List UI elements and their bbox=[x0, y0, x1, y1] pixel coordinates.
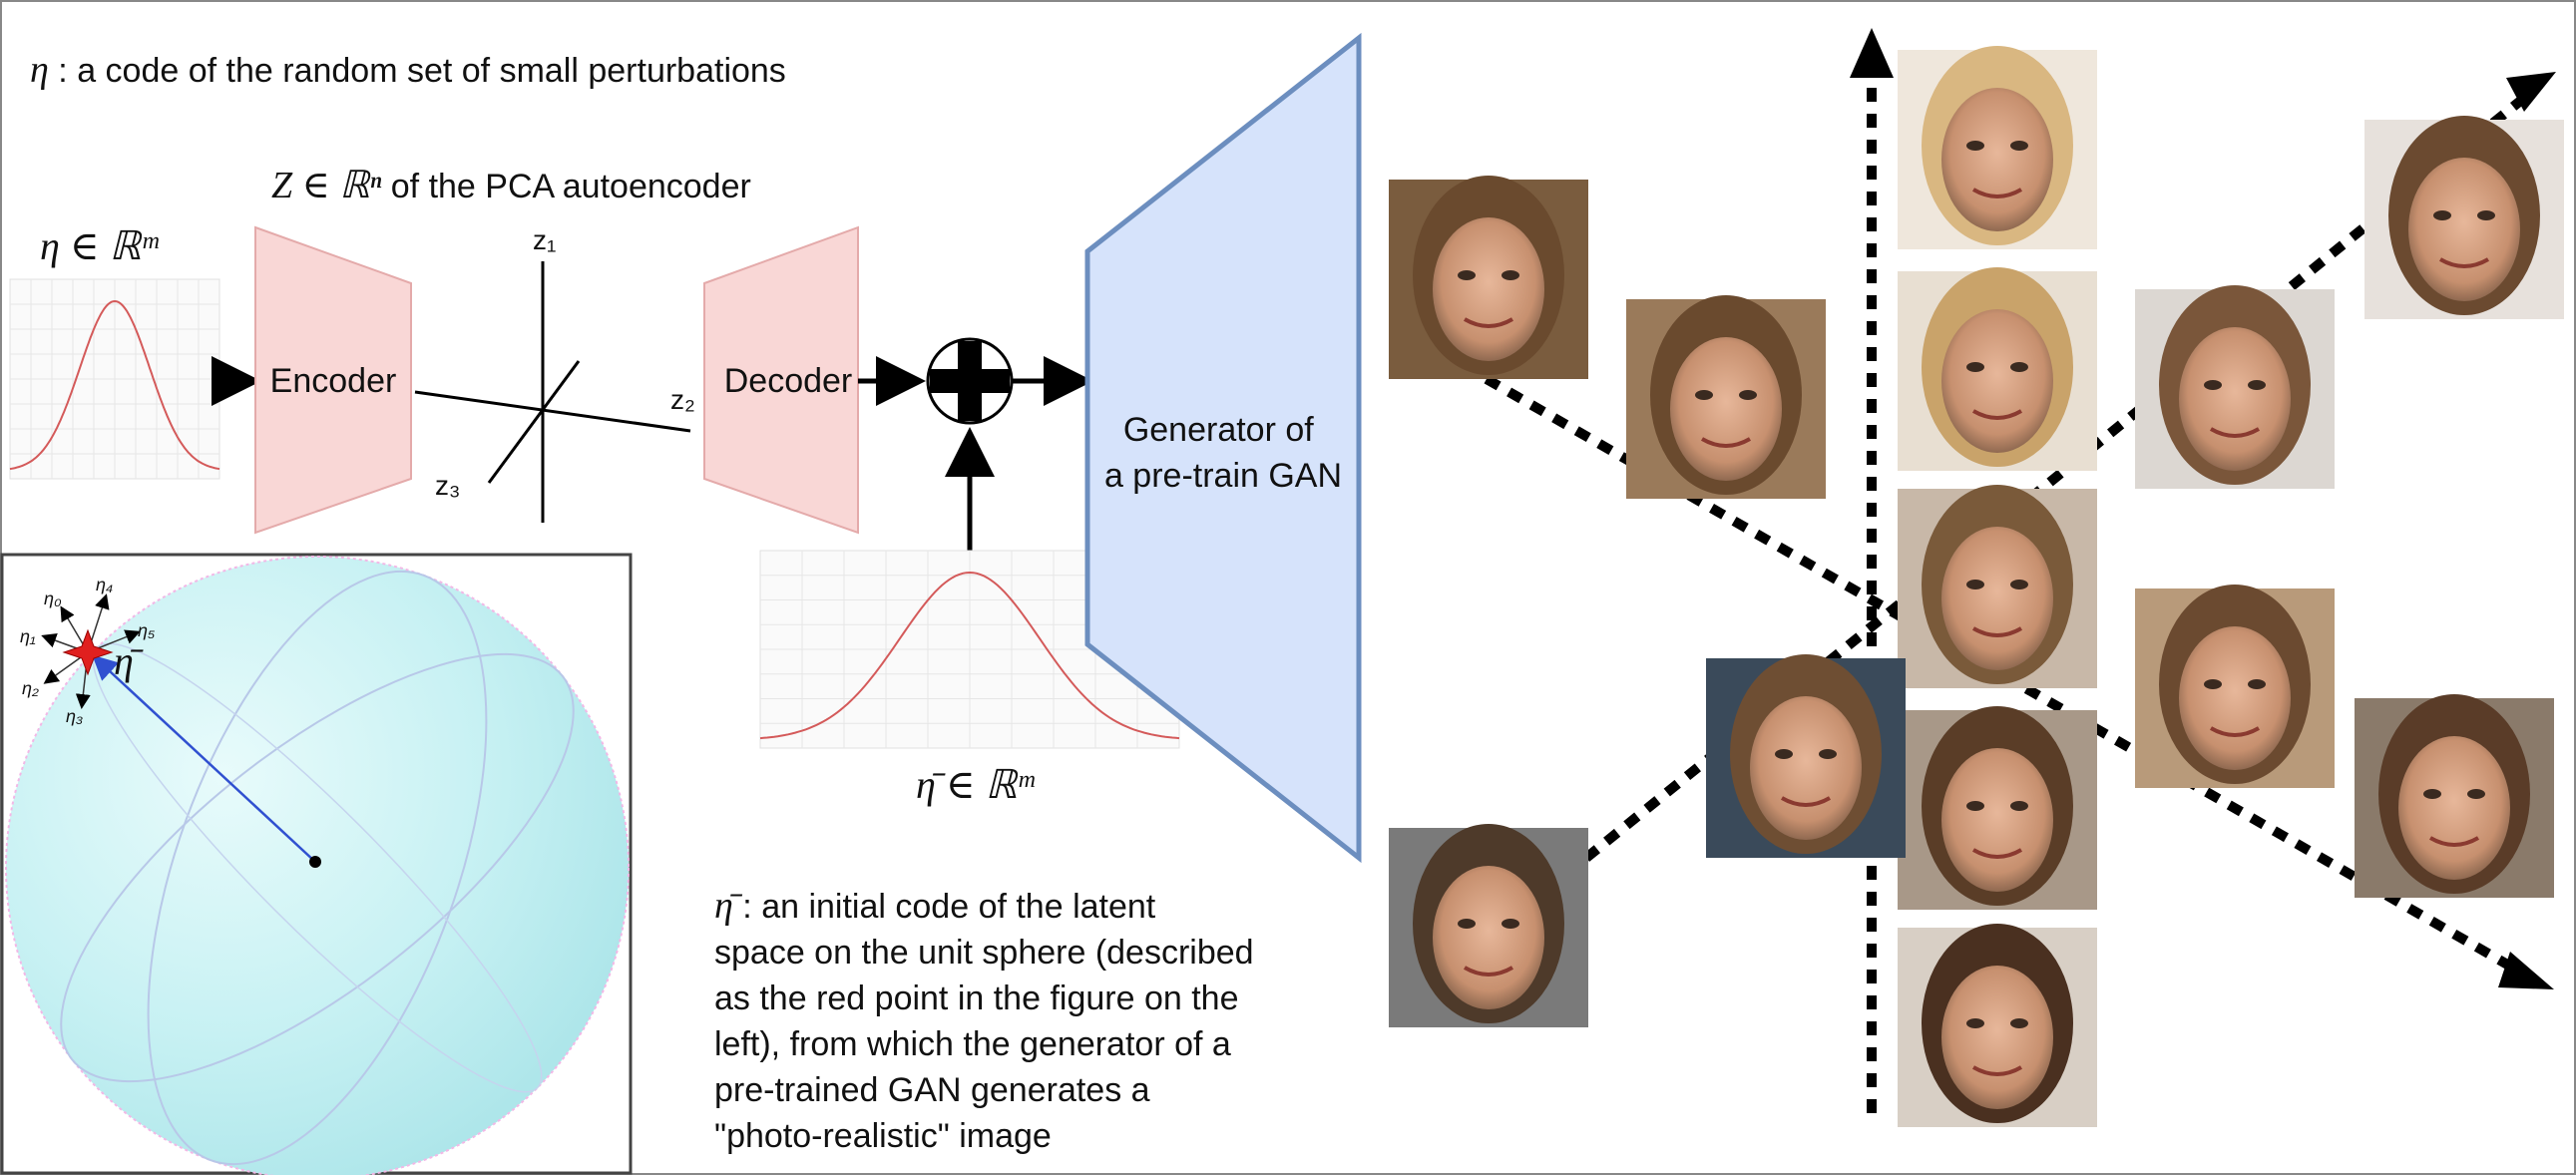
face-row-a1 bbox=[1389, 176, 1588, 379]
face-left-low-2 bbox=[1389, 824, 1588, 1027]
top-note-text: : a code of the random set of small pert… bbox=[49, 52, 786, 90]
eta-bar-gaussian-curve bbox=[759, 571, 1180, 740]
face-center-5 bbox=[1898, 924, 2097, 1127]
decoder-label: Decoder bbox=[724, 362, 853, 400]
face-right-4 bbox=[2135, 585, 2335, 788]
latent-axes bbox=[414, 261, 691, 523]
generator-label: Generator of a pre-train GAN bbox=[1104, 411, 1342, 495]
unit-sphere-inset: η̄ η₀ η₄ η₁ η₅ η₂ η₃ bbox=[0, 553, 633, 1175]
perturbation-label-3: η₃ bbox=[66, 706, 83, 726]
arrowhead-up bbox=[1850, 28, 1894, 78]
eta-gaussian-plot bbox=[9, 278, 220, 480]
face-right-2 bbox=[2135, 285, 2335, 489]
latent-text: of the PCA autoencoder bbox=[381, 168, 750, 205]
arrowhead-up-right bbox=[2506, 72, 2556, 112]
sphere-radius-vector bbox=[92, 654, 316, 863]
face-center-top bbox=[1898, 46, 2097, 249]
face-right-3 bbox=[2364, 116, 2564, 319]
encoder-label: Encoder bbox=[270, 362, 397, 400]
face-left-low-1 bbox=[2355, 694, 2554, 898]
face-center-3 bbox=[1898, 485, 2097, 688]
face-grid bbox=[1389, 46, 2564, 1127]
arrowhead-down-right bbox=[2498, 952, 2554, 989]
perturbation-label-1: η₁ bbox=[20, 626, 36, 646]
axis-z1-label: z₁ bbox=[533, 224, 556, 255]
decoder-block bbox=[703, 225, 859, 535]
bottom-note: η̄ : an initial code of the latent space… bbox=[714, 885, 1263, 1155]
generator-block bbox=[1084, 32, 1362, 864]
perturbation-label-2: η₂ bbox=[22, 678, 39, 698]
latent-symbol: Z ∈ ℝⁿ bbox=[271, 165, 381, 206]
latent-space-label: Z ∈ ℝⁿ of the PCA autoencoder bbox=[271, 165, 751, 206]
face-center-4 bbox=[1898, 706, 2097, 910]
encoder-block bbox=[254, 225, 412, 535]
sum-node bbox=[926, 337, 1014, 425]
perturbation-label-5: η₅ bbox=[138, 620, 155, 640]
top-note-symbol: η bbox=[30, 49, 49, 91]
face-right-1 bbox=[1706, 654, 1906, 858]
eta-gaussian-curve bbox=[9, 299, 220, 471]
sphere-red-point bbox=[62, 628, 114, 676]
sphere-center-point bbox=[309, 856, 321, 868]
axis-z2-label: z₂ bbox=[670, 384, 695, 415]
perturbation-label-4: η₄ bbox=[96, 575, 113, 594]
perturbation-label-0: η₀ bbox=[44, 588, 62, 608]
axis-z3-label: z₃ bbox=[435, 470, 460, 501]
face-row-a2 bbox=[1626, 295, 1826, 499]
eta-label: η ∈ ℝᵐ bbox=[40, 223, 159, 268]
face-center-2 bbox=[1898, 267, 2097, 471]
top-note: η : a code of the random set of small pe… bbox=[30, 49, 786, 91]
eta-bar-label: η̄ ∈ ℝᵐ bbox=[916, 762, 1035, 807]
